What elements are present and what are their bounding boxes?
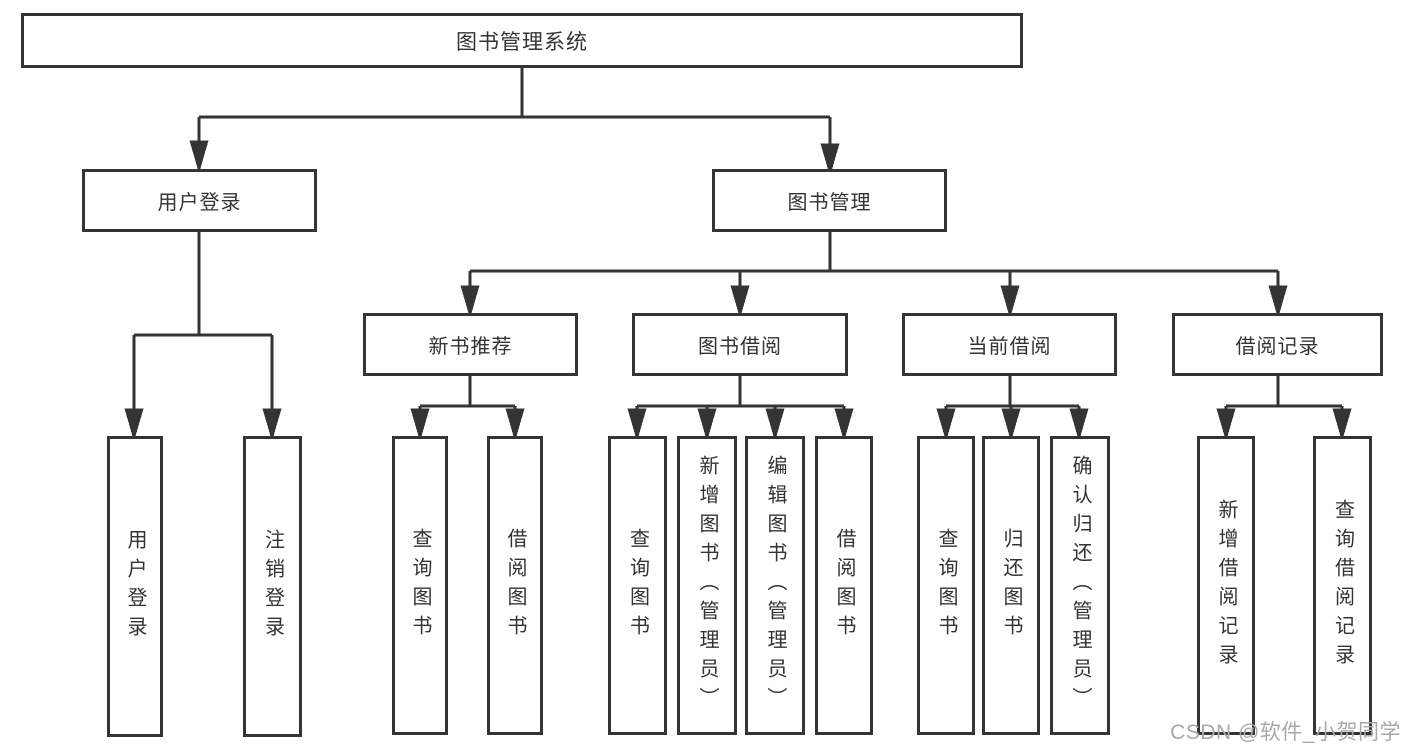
connector-book-management-to-level3 (460, 232, 1288, 319)
node-book-management-branch: 图书管理 (712, 169, 947, 232)
node-label: 查询图书 (409, 527, 431, 644)
node-leaf-return-book: 归还图书 (982, 436, 1040, 735)
connector-user-login-to-leaves (124, 232, 282, 442)
node-label: 新增图书（管理员） (696, 455, 718, 716)
arrow-down-icon (124, 408, 144, 442)
node-borrow-records: 借阅记录 (1172, 313, 1383, 376)
arrow-down-icon (505, 408, 525, 442)
node-label: 当前借阅 (967, 336, 1052, 358)
arrow-down-icon (410, 408, 430, 442)
node-new-book-recommend: 新书推荐 (363, 313, 578, 376)
arrow-down-icon (460, 285, 480, 319)
node-label: 归还图书 (1000, 527, 1022, 644)
node-label: 借阅图书 (504, 527, 526, 644)
node-leaf-borrow-books: 借阅图书 (815, 436, 873, 735)
node-label: 查询图书 (935, 527, 957, 644)
node-label: 新书推荐 (428, 336, 513, 358)
node-leaf-query-books-current: 查询图书 (917, 436, 975, 735)
connector-root-to-level2 (189, 68, 840, 177)
node-label: 查询借阅记录 (1331, 498, 1354, 673)
node-leaf-confirm-return-admin: 确认归还（管理员） (1050, 436, 1110, 735)
connector-new-book-to-leaves (410, 376, 525, 442)
node-leaf-login: 用户登录 (107, 436, 163, 737)
node-leaf-logout: 注销登录 (243, 436, 302, 737)
connector-current-borrow-to-leaves (936, 376, 1089, 442)
node-label: 图书管理系统 (456, 30, 588, 54)
node-label: 用户登录 (157, 192, 242, 214)
arrow-down-icon (730, 285, 750, 319)
node-label: 注销登录 (261, 528, 284, 645)
node-label: 编辑图书（管理员） (764, 455, 786, 716)
node-leaf-borrow-books-recommend: 借阅图书 (487, 436, 543, 735)
arrow-down-icon (1069, 408, 1089, 442)
arrow-down-icon (627, 408, 647, 442)
node-leaf-query-borrow-record: 查询借阅记录 (1313, 436, 1372, 735)
node-label: 借阅记录 (1235, 336, 1320, 358)
node-leaf-edit-book-admin: 编辑图书（管理员） (745, 436, 805, 735)
node-label: 确认归还（管理员） (1069, 455, 1091, 716)
node-root-system: 图书管理系统 (21, 13, 1023, 68)
arrow-down-icon (1332, 408, 1352, 442)
arrow-down-icon (1268, 285, 1288, 319)
arrow-down-icon (1216, 408, 1236, 442)
arrow-down-icon (834, 408, 854, 442)
arrow-down-icon (697, 408, 717, 442)
node-label: 图书管理 (787, 192, 872, 214)
arrow-down-icon (936, 408, 956, 442)
arrow-down-icon (765, 408, 785, 442)
connector-book-borrow-to-leaves (627, 376, 854, 442)
node-label: 查询图书 (626, 527, 649, 644)
connector-borrow-records-to-leaves (1216, 376, 1352, 442)
csdn-watermark: CSDN @软件_小贺同学 (1170, 721, 1401, 744)
node-label: 新增借阅记录 (1215, 498, 1237, 673)
node-current-borrow: 当前借阅 (902, 313, 1117, 376)
arrow-down-icon (1001, 408, 1021, 442)
arrow-down-icon (189, 140, 209, 174)
node-label: 借阅图书 (833, 527, 855, 644)
node-user-login-branch: 用户登录 (82, 169, 317, 232)
arrow-down-icon (820, 143, 840, 177)
node-leaf-add-book-admin: 新增图书（管理员） (677, 436, 737, 735)
node-label: 用户登录 (124, 528, 146, 645)
node-book-borrow: 图书借阅 (632, 313, 848, 376)
node-leaf-query-books-recommend: 查询图书 (392, 436, 448, 735)
arrow-down-icon (262, 408, 282, 442)
node-leaf-query-books-borrow: 查询图书 (608, 436, 667, 735)
arrow-down-icon (1000, 285, 1020, 319)
node-leaf-add-borrow-record: 新增借阅记录 (1197, 436, 1255, 735)
node-label: 图书借阅 (698, 336, 782, 358)
